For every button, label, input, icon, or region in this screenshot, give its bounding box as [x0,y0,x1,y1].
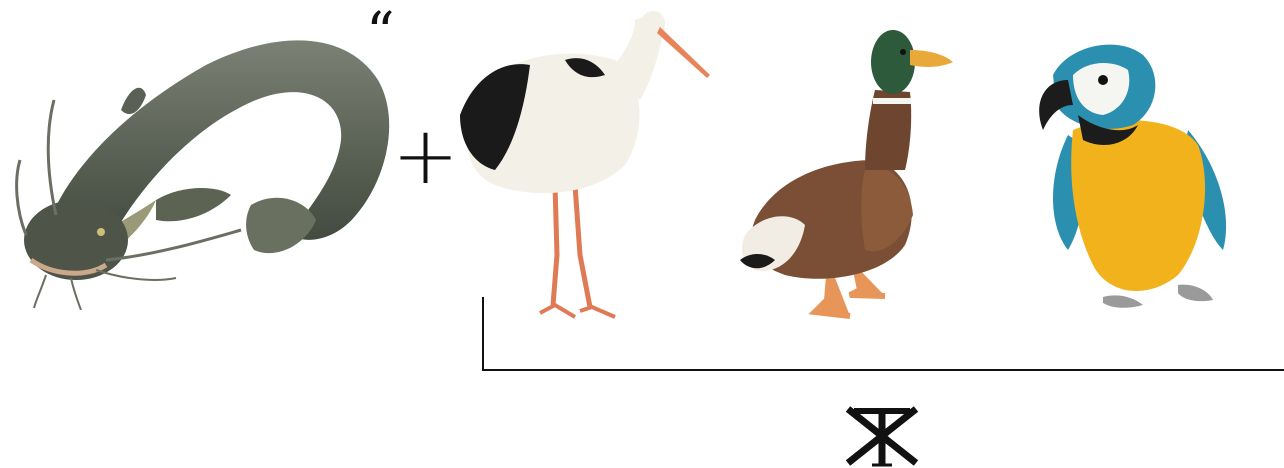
macaw-image [1028,35,1253,325]
bracket-line [480,295,1284,375]
duck-image [735,20,960,325]
stork-image [455,5,715,325]
catfish-image [6,20,396,310]
crossed-t-symbol [842,405,922,467]
plus-sign: + [392,112,456,200]
